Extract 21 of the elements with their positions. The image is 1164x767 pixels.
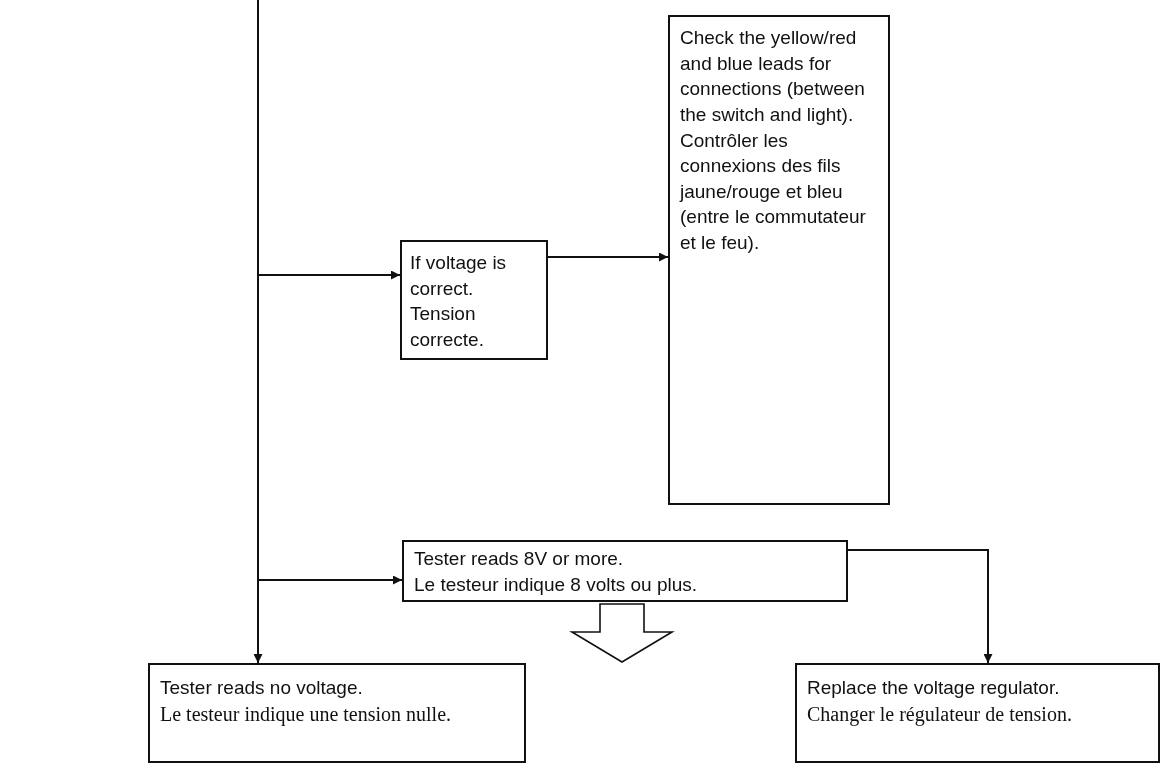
process-box: [668, 15, 890, 505]
arrow: [257, 270, 401, 280]
arrow: [547, 252, 669, 262]
arrow: [253, 0, 263, 664]
process-box: [400, 240, 548, 360]
process-box: [795, 663, 1160, 763]
step-text: Tester reads no voltage.: [160, 676, 364, 700]
process-box: [402, 540, 848, 602]
step-text: Changer le régulateur de tension.: [807, 701, 1073, 728]
arrow: [847, 549, 993, 664]
step-text: Check the yellow/red and blue leads for connections (between the switch and light).: [680, 26, 866, 127]
step-text: Contrôler les connexions des fils jaune/rouge et bleu (entre le commutateur et le feu).: [680, 128, 867, 256]
hollow-down-arrow: [569, 603, 675, 663]
step-text: Replace the voltage regulator.: [807, 676, 1061, 700]
process-box: [148, 663, 526, 763]
step-text: Le testeur indique une tension nulle.: [160, 701, 453, 728]
step-text: Le testeur indique 8 volts ou plus.: [414, 572, 699, 597]
step-text: If voltage is correct.: [410, 251, 508, 301]
arrow: [257, 575, 403, 585]
step-text: Tester reads 8V or more.: [414, 547, 625, 571]
step-text: Tension correcte.: [410, 302, 485, 352]
